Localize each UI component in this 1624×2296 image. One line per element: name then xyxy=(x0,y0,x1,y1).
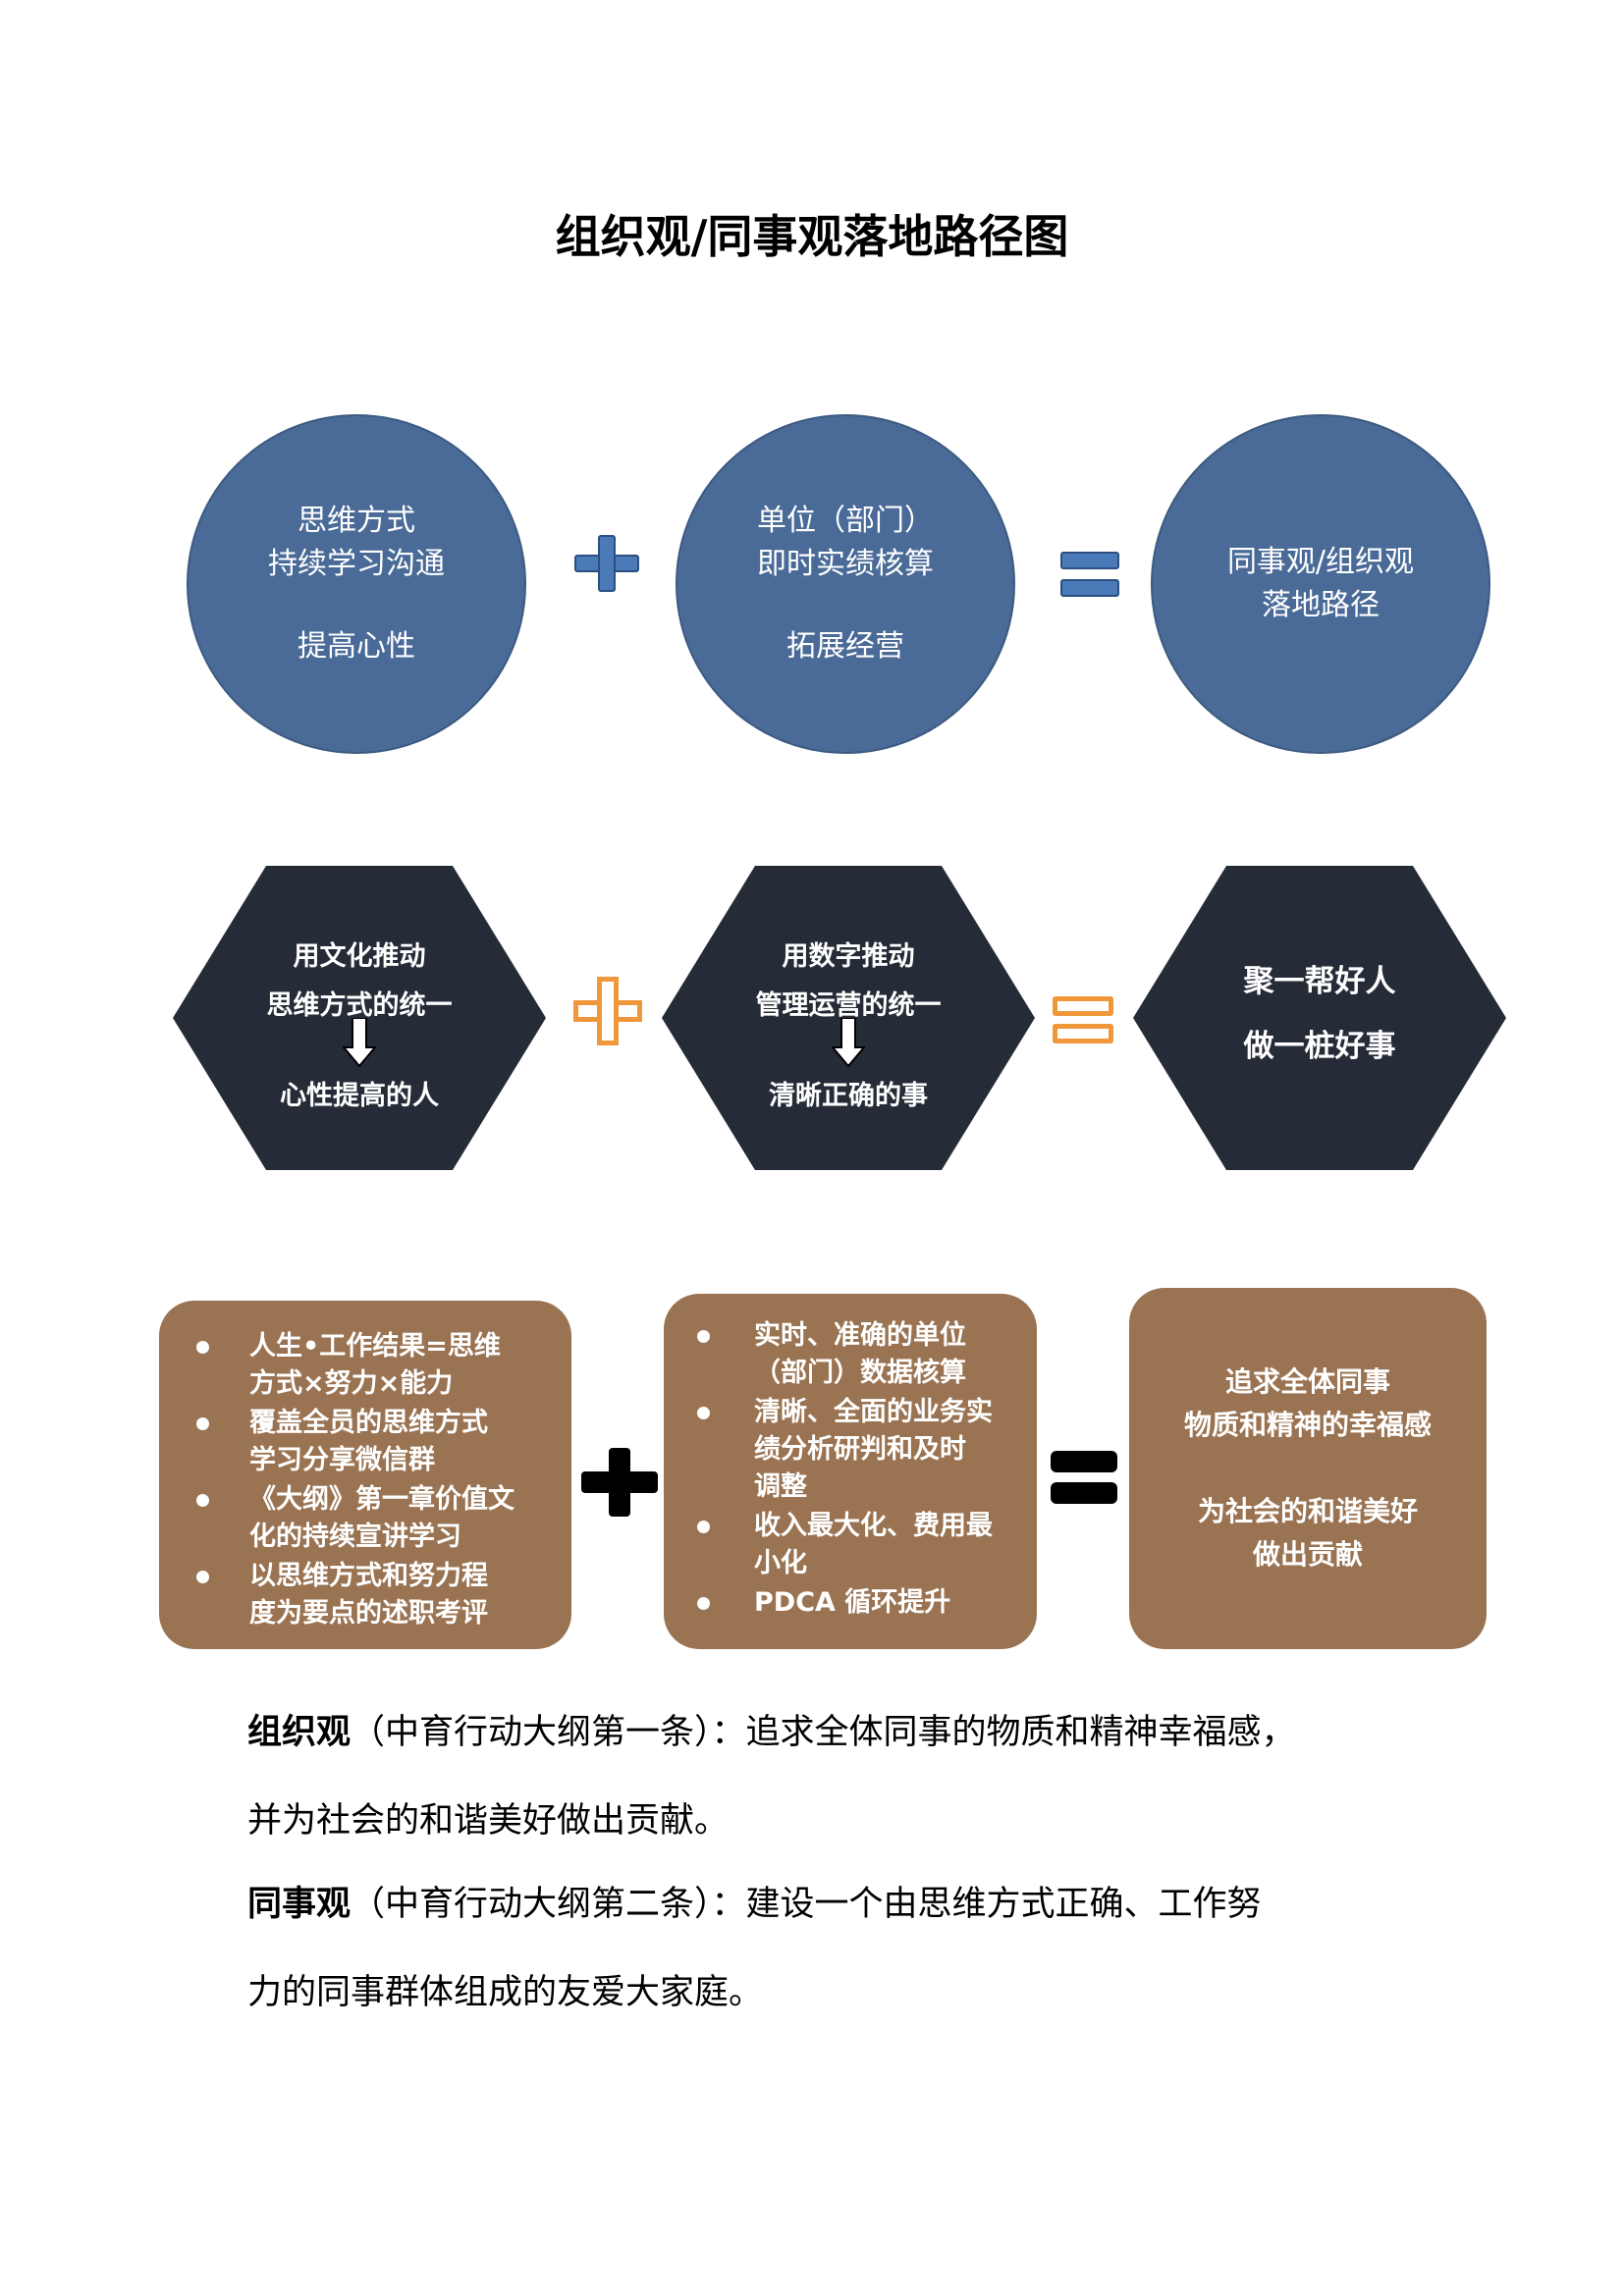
box-text: 为社会的和谐美好 xyxy=(1197,1495,1418,1527)
list-item: 《大纲》第一章价值文化的持续宣讲学习 xyxy=(159,1481,571,1556)
list-item: 以思维方式和努力程度为要点的述职考评 xyxy=(159,1558,571,1632)
box-text: 做出贡献 xyxy=(1252,1538,1363,1571)
list-item: PDCA 循环提升 xyxy=(664,1584,1037,1622)
paragraph-label: 同事观 xyxy=(247,1885,352,1924)
paragraph-text: 力的同事群体组成的友爱大家庭。 xyxy=(247,1973,764,2012)
circle-text: 单位（部门） xyxy=(757,504,934,538)
hex-text: 清晰正确的事 xyxy=(769,1081,928,1111)
circle-result: 同事观/组织观 落地路径 xyxy=(1151,414,1490,754)
hex-text: 用数字推动 xyxy=(782,941,915,972)
paragraph-colleague: 同事观（中育行动大纲第二条）：建设一个由思维方式正确、工作努 xyxy=(247,1885,1262,1924)
paragraph-text: 并为社会的和谐美好做出贡献。 xyxy=(247,1801,730,1841)
circle-text: 落地路径 xyxy=(1262,588,1380,622)
hexagon-numbers: 用数字推动 管理运营的统一 清晰正确的事 xyxy=(662,866,1035,1170)
equals-icon xyxy=(1051,1451,1117,1506)
equals-icon xyxy=(1060,552,1119,599)
equals-icon xyxy=(1053,996,1113,1043)
box-culture-actions: 人生•工作结果=思维方式×努力×能力 覆盖全员的思维方式学习分享微信群 《大纲》… xyxy=(159,1301,571,1649)
box-numbers-actions: 实时、准确的单位（部门）数据核算 清晰、全面的业务实绩分析研判和及时调整 收入最… xyxy=(664,1294,1037,1649)
hex-text: 思维方式的统一 xyxy=(266,990,453,1021)
paragraph-organization: 组织观（中育行动大纲第一条）：追求全体同事的物质和精神幸福感， xyxy=(247,1713,1296,1752)
list-item: 实时、准确的单位（部门）数据核算 xyxy=(664,1317,1037,1392)
plus-icon xyxy=(573,977,642,1045)
paragraph-label: 组织观 xyxy=(247,1713,352,1752)
paragraph-text: （中育行动大纲第一条）：追求全体同事的物质和精神幸福感， xyxy=(351,1713,1296,1752)
page-title: 组织观/同事观落地路径图 xyxy=(555,210,1069,263)
circle-unit: 单位（部门） 即时实绩核算 拓展经营 xyxy=(676,414,1015,754)
hexagon-result: 聚一帮好人 做一桩好事 xyxy=(1133,866,1506,1170)
plus-icon xyxy=(574,535,639,592)
down-arrow-icon xyxy=(832,1018,865,1067)
circle-text: 持续学习沟通 xyxy=(268,547,445,581)
circle-text: 提高心性 xyxy=(298,629,415,664)
hex-text: 管理运营的统一 xyxy=(755,990,942,1021)
box-result: 追求全体同事 物质和精神的幸福感 为社会的和谐美好 做出贡献 xyxy=(1129,1288,1487,1649)
bullet-list: 实时、准确的单位（部门）数据核算 清晰、全面的业务实绩分析研判和及时调整 收入最… xyxy=(664,1317,1037,1622)
circle-text: 拓展经营 xyxy=(786,629,904,664)
paragraph-text: （中育行动大纲第二条）：建设一个由思维方式正确、工作努 xyxy=(351,1885,1262,1924)
box-text: 物质和精神的幸福感 xyxy=(1183,1409,1432,1441)
list-item: 覆盖全员的思维方式学习分享微信群 xyxy=(159,1405,571,1479)
list-item: 人生•工作结果=思维方式×努力×能力 xyxy=(159,1328,571,1403)
hex-text: 用文化推动 xyxy=(293,941,426,972)
list-item: 收入最大化、费用最小化 xyxy=(664,1508,1037,1582)
box-text: 追求全体同事 xyxy=(1224,1365,1390,1398)
plus-icon xyxy=(581,1448,658,1517)
hex-text: 做一桩好事 xyxy=(1243,1029,1396,1064)
hex-text: 心性提高的人 xyxy=(280,1081,439,1111)
down-arrow-icon xyxy=(343,1018,376,1067)
circle-text: 思维方式 xyxy=(298,504,415,538)
hex-text: 聚一帮好人 xyxy=(1243,964,1396,999)
circle-text: 同事观/组织观 xyxy=(1226,545,1415,579)
circle-thinking: 思维方式 持续学习沟通 提高心性 xyxy=(187,414,526,754)
paragraph-colleague-cont: 力的同事群体组成的友爱大家庭。 xyxy=(247,1973,763,2012)
circle-text: 即时实绩核算 xyxy=(757,547,934,581)
list-item: 清晰、全面的业务实绩分析研判和及时调整 xyxy=(664,1394,1037,1506)
bullet-list: 人生•工作结果=思维方式×努力×能力 覆盖全员的思维方式学习分享微信群 《大纲》… xyxy=(159,1328,571,1632)
hexagon-culture: 用文化推动 思维方式的统一 心性提高的人 xyxy=(173,866,546,1170)
paragraph-organization-cont: 并为社会的和谐美好做出贡献。 xyxy=(247,1801,729,1841)
